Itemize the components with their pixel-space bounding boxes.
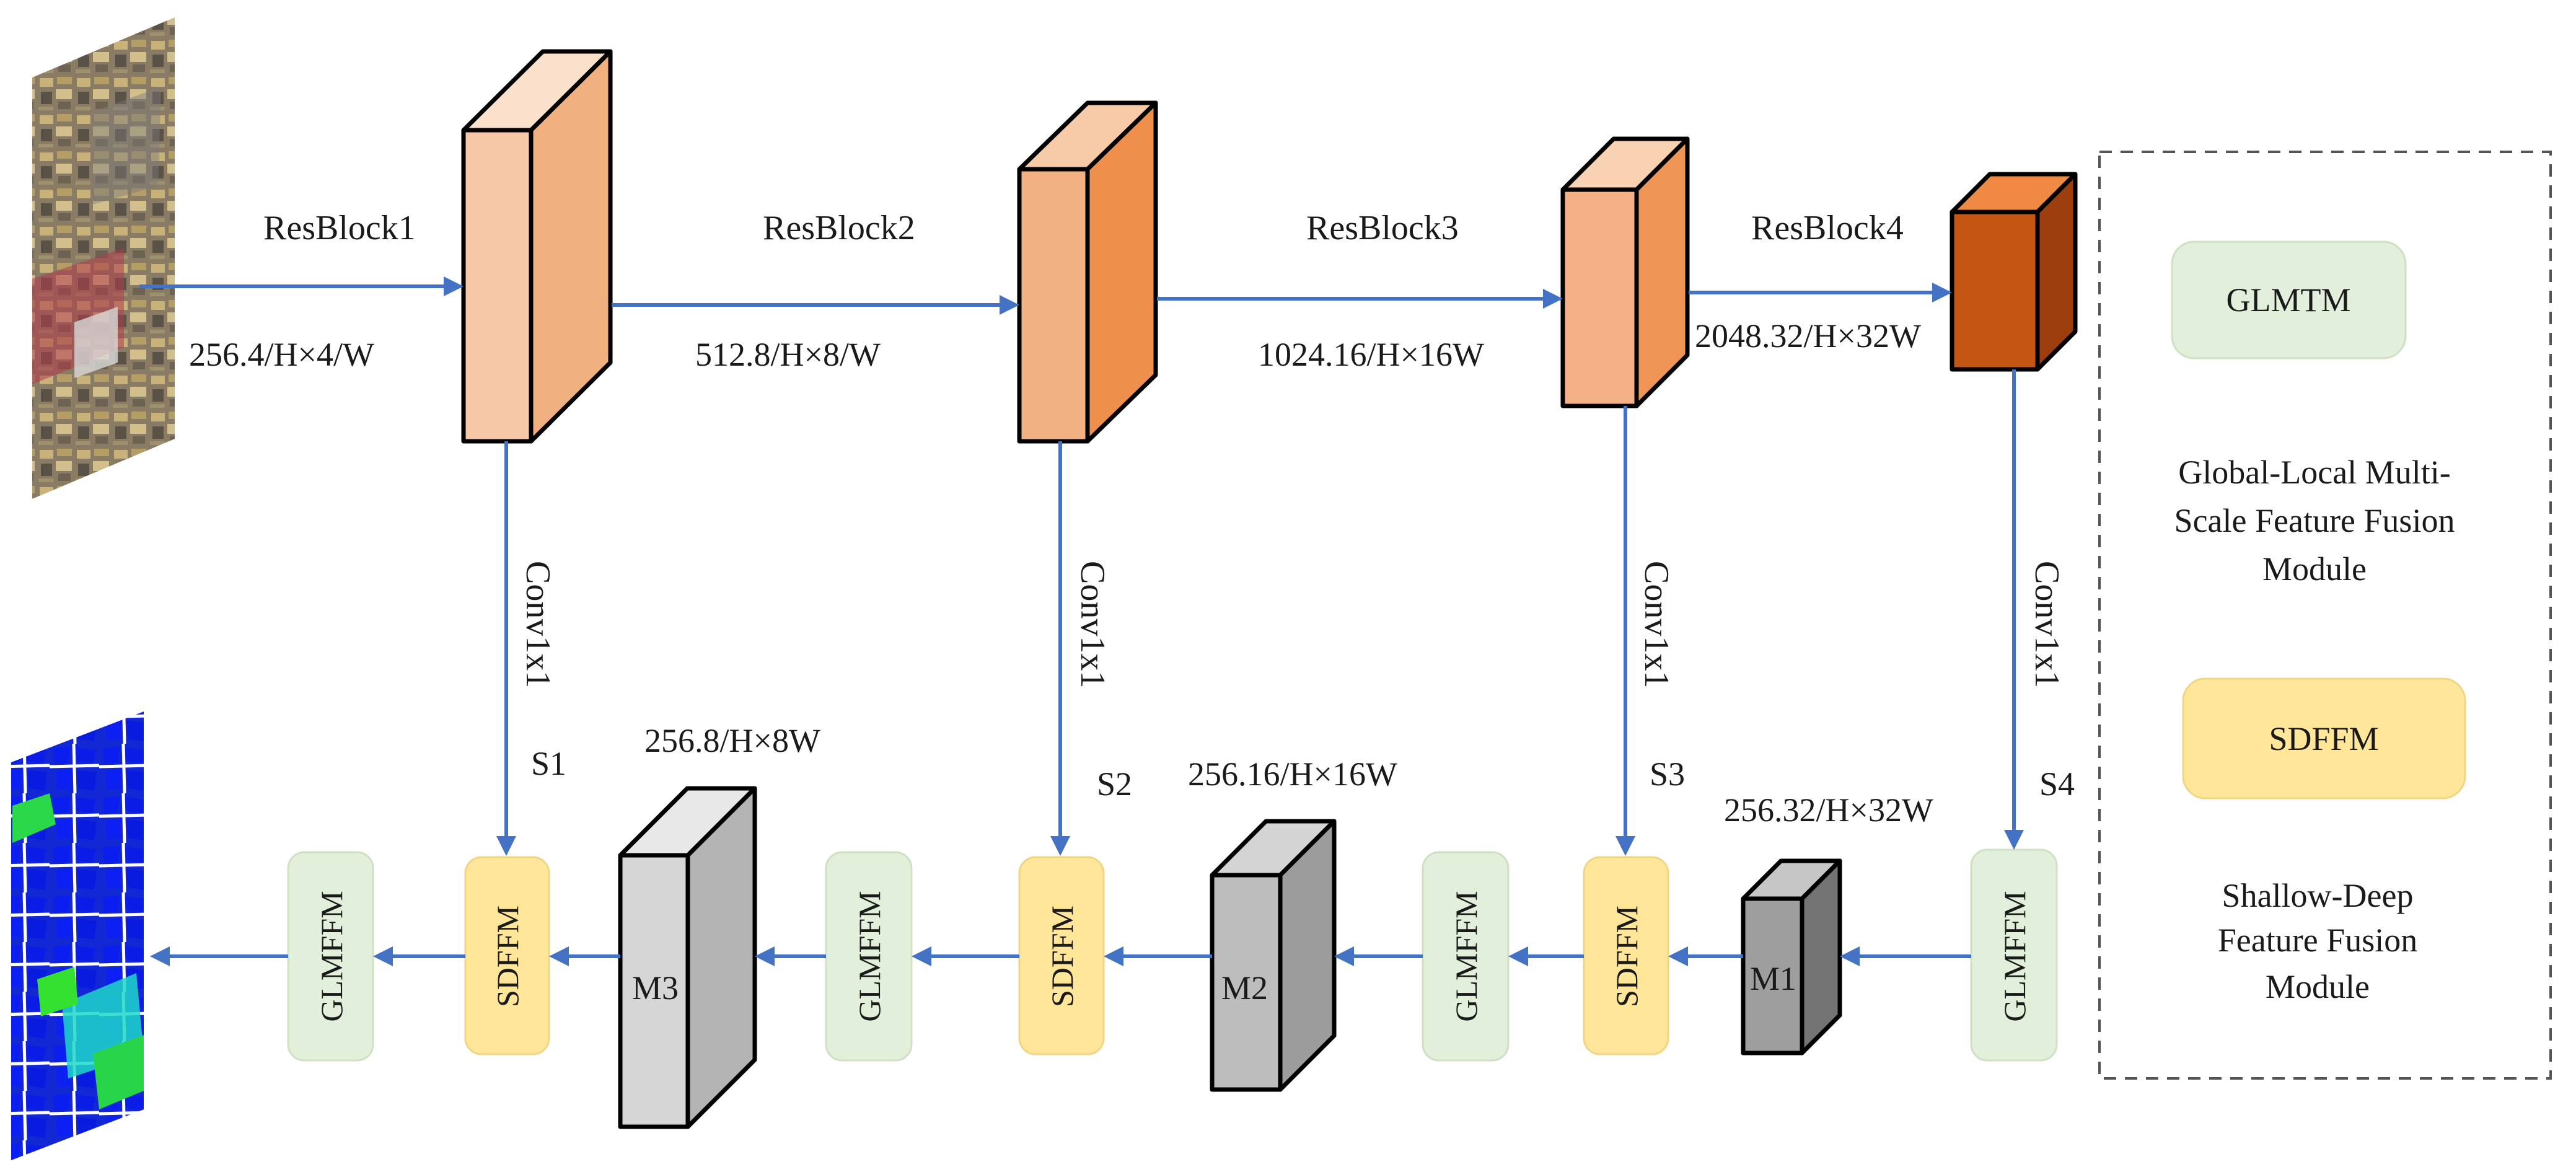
m3-label: M3 bbox=[632, 969, 679, 1007]
resblock4-label: ResBlock4 bbox=[1751, 209, 1904, 247]
legend-glmtm-desc-line1: Global-Local Multi- bbox=[2178, 454, 2450, 491]
m2-shape: 256.16/H×16W bbox=[1188, 756, 1397, 793]
glmffm-label-3: GLMFFM bbox=[1449, 891, 1484, 1021]
encoder-block-4 bbox=[1950, 172, 2078, 372]
glmffm-label-2: GLMFFM bbox=[852, 891, 887, 1021]
decoder-map-m3 bbox=[618, 786, 757, 1129]
legend: GLMTM Global-Local Multi- Scale Feature … bbox=[2098, 151, 2552, 1080]
decoder-map-m2 bbox=[1210, 819, 1337, 1092]
skip-label-s1: S1 bbox=[531, 745, 566, 782]
decoder-map-m1 bbox=[1741, 858, 1842, 1055]
resblock2-label: ResBlock2 bbox=[763, 209, 915, 247]
legend-glmtm-key: GLMTM bbox=[2227, 281, 2351, 319]
resblock2-shape: 512.8/H×8/W bbox=[695, 336, 881, 373]
glmffm-label-4: GLMFFM bbox=[1997, 891, 2032, 1021]
sdffm-label-3: SDFFM bbox=[1609, 905, 1644, 1007]
legend-glmtm-box bbox=[2171, 240, 2407, 359]
resblock3-shape: 1024.16/H×16W bbox=[1258, 336, 1484, 373]
sdffm-label-1: SDFFM bbox=[490, 905, 525, 1007]
legend-glmtm-desc-line3: Module bbox=[2262, 550, 2367, 588]
legend-sdffm-desc-line3: Module bbox=[2266, 968, 2370, 1005]
m3-shape: 256.8/H×8W bbox=[644, 722, 820, 759]
sdffm-label-2: SDFFM bbox=[1045, 905, 1079, 1007]
resblock4-shape: 2048.32/H×32W bbox=[1695, 317, 1921, 355]
resblock1-shape: 256.4/H×4/W bbox=[189, 336, 374, 373]
resblock1-label: ResBlock1 bbox=[263, 209, 416, 247]
legend-sdffm-desc-line2: Feature Fusion bbox=[2218, 922, 2417, 959]
skip-label-s3: S3 bbox=[1650, 756, 1685, 793]
output-segmentation-map bbox=[11, 712, 144, 1160]
m1-shape: 256.32/H×32W bbox=[1724, 791, 1933, 829]
legend-sdffm-desc-line1: Shallow-Deep bbox=[2222, 877, 2414, 914]
encoder-block-1 bbox=[461, 49, 613, 444]
resblock3-label: ResBlock3 bbox=[1306, 209, 1459, 247]
input-image bbox=[32, 17, 175, 499]
arrows bbox=[139, 276, 2024, 966]
legend-sdffm-key: SDFFM bbox=[2269, 720, 2378, 757]
m1-label: M1 bbox=[1750, 960, 1796, 997]
glmffm-label-1: GLMFFM bbox=[314, 891, 349, 1021]
encoder-block-3 bbox=[1560, 136, 1690, 408]
encoder-block-2 bbox=[1017, 100, 1158, 444]
conv1x1-label-1: Conv1x1 bbox=[519, 561, 557, 688]
conv1x1-label-4: Conv1x1 bbox=[2028, 561, 2066, 688]
conv1x1-label-2: Conv1x1 bbox=[1073, 561, 1112, 688]
conv1x1-label-3: Conv1x1 bbox=[1637, 561, 1676, 688]
legend-sdffm-box bbox=[2182, 677, 2466, 800]
m2-label: M2 bbox=[1221, 969, 1268, 1007]
legend-glmtm-desc-line2: Scale Feature Fusion bbox=[2174, 502, 2455, 539]
skip-label-s2: S2 bbox=[1097, 765, 1132, 803]
skip-label-s4: S4 bbox=[2039, 765, 2075, 803]
